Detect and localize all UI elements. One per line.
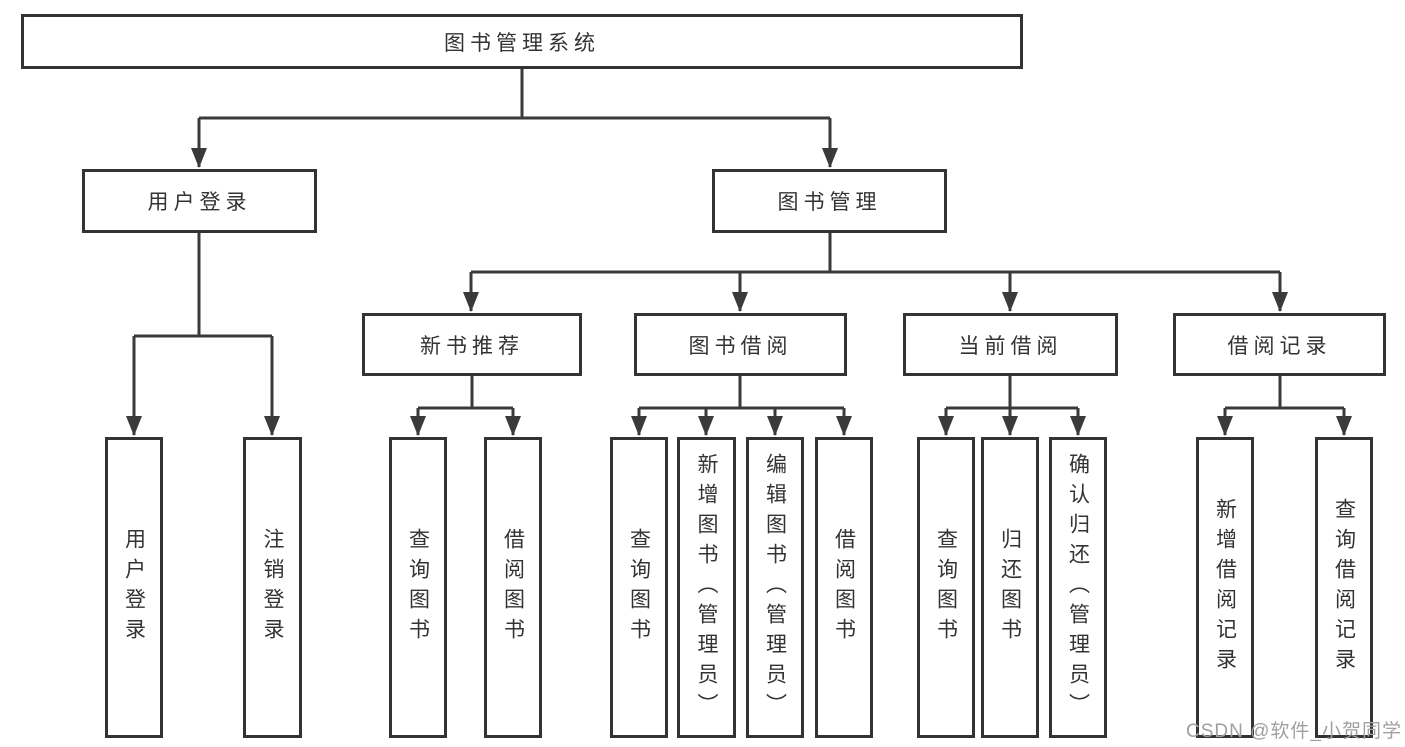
node-new-book-recommend: 新书推荐 bbox=[362, 313, 582, 376]
connector-current-borrow bbox=[938, 376, 1086, 436]
leaf-add-borrow-record: 新增借阅记录 bbox=[1196, 437, 1254, 738]
leaf-edit-book-admin: 编辑图书（管理员） bbox=[746, 437, 804, 738]
leaf-query-books-recommend: 查询图书 bbox=[389, 437, 447, 738]
node-root-library-system: 图书管理系统 bbox=[21, 14, 1023, 69]
leaf-return-books: 归还图书 bbox=[981, 437, 1039, 738]
node-book-borrow: 图书借阅 bbox=[634, 313, 847, 376]
connector-root bbox=[191, 69, 838, 168]
leaf-query-books-current: 查询图书 bbox=[917, 437, 975, 738]
leaf-borrow-books: 借阅图书 bbox=[815, 437, 873, 738]
csdn-watermark: CSDN @软件_小贺同学 bbox=[1186, 721, 1402, 742]
node-user-login: 用户登录 bbox=[82, 169, 317, 233]
leaf-query-borrow-record: 查询借阅记录 bbox=[1315, 437, 1373, 738]
node-book-management: 图书管理 bbox=[712, 169, 947, 233]
connector-user-login bbox=[126, 233, 280, 436]
leaf-borrow-books-recommend: 借阅图书 bbox=[484, 437, 542, 738]
connector-book-management bbox=[463, 233, 1288, 312]
node-borrow-records: 借阅记录 bbox=[1173, 313, 1386, 376]
connector-book-borrow bbox=[631, 376, 852, 436]
leaf-confirm-return-admin: 确认归还（管理员） bbox=[1049, 437, 1107, 738]
leaf-query-books-borrow: 查询图书 bbox=[610, 437, 668, 738]
connector-new-book bbox=[410, 376, 521, 436]
leaf-logout: 注销登录 bbox=[243, 437, 302, 738]
leaf-user-login: 用户登录 bbox=[105, 437, 163, 738]
leaf-add-book-admin: 新增图书（管理员） bbox=[677, 437, 736, 738]
connector-borrow-records bbox=[1217, 376, 1352, 436]
node-current-borrow: 当前借阅 bbox=[903, 313, 1118, 376]
